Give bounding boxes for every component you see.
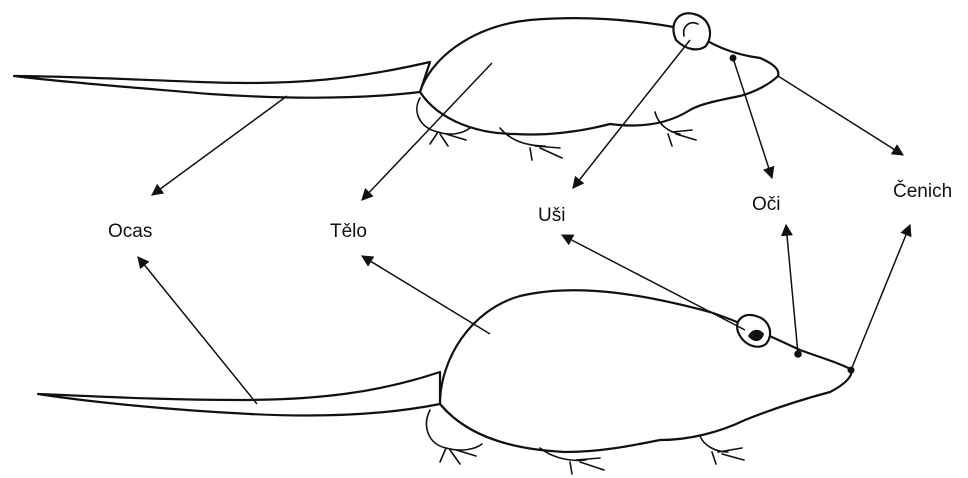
top-rat-tail xyxy=(14,62,430,98)
arrow-tail-top xyxy=(152,96,287,195)
arrow-snout-bottom xyxy=(851,225,910,370)
bottom-rat-body xyxy=(440,290,852,452)
label-ears: Uši xyxy=(538,206,565,225)
bottom-rat-front-leg xyxy=(700,436,744,464)
arrow-tail-bottom xyxy=(138,257,257,404)
top-rat-body xyxy=(420,18,778,134)
bottom-rat xyxy=(38,290,855,474)
arrow-eyes-bottom xyxy=(786,225,798,354)
label-body: Tělo xyxy=(330,222,367,241)
label-eyes: Oči xyxy=(752,195,781,214)
label-tail: Ocas xyxy=(108,222,152,241)
top-rat-ear xyxy=(673,13,710,49)
arrow-body-bottom xyxy=(362,256,490,334)
label-snout: Čenich xyxy=(893,182,952,201)
top-rat xyxy=(14,13,778,160)
bottom-rat-tail xyxy=(38,372,440,416)
arrow-snout-top xyxy=(778,76,903,155)
